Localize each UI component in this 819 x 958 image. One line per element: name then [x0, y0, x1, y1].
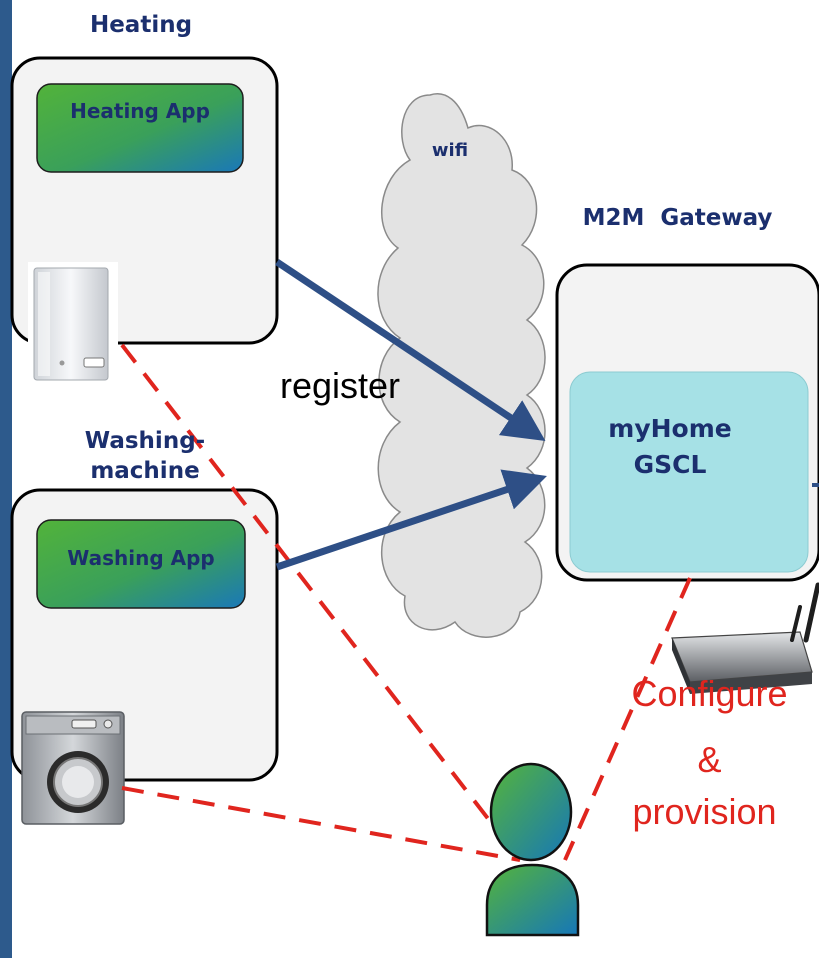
dashed-line-boiler-user: [120, 343, 522, 862]
boiler-icon: [28, 262, 118, 384]
heating-app-label: Heating App: [70, 99, 210, 123]
washing-device-title-line1: Washing-: [84, 428, 206, 454]
configure-label-line2: &: [697, 739, 722, 780]
left-accent-bar: [0, 0, 12, 958]
washing-app-box: [36, 519, 246, 609]
washing-device-title-line2: machine: [90, 458, 200, 484]
router-icon: [671, 582, 819, 694]
dashed-line-washer-user: [121, 786, 521, 862]
configure-label-line3: provision: [632, 791, 777, 832]
arrow-washing-gateway: [275, 469, 547, 571]
gateway-title: M2M Gateway: [582, 205, 773, 231]
dashed-line-gateway-user: [563, 577, 692, 861]
user-icon: [485, 762, 580, 937]
configure-lines: [120, 343, 692, 862]
wifi-label: wifi: [431, 140, 469, 161]
heating-app-box: [36, 83, 244, 173]
washing-app-label: Washing App: [67, 546, 215, 570]
register-label: register: [280, 365, 401, 406]
configure-label-line1: Configure: [631, 673, 788, 714]
arrow-heating-gateway: [275, 259, 546, 441]
heating-device-title: Heating: [89, 12, 193, 38]
register-arrows: [275, 259, 547, 571]
gscl-box: [569, 371, 809, 573]
washing-machine-icon: [21, 711, 125, 825]
gscl-label-line2: GSCL: [633, 450, 707, 479]
gscl-label-line1: myHome: [608, 414, 732, 443]
wifi-cloud: [377, 93, 546, 638]
